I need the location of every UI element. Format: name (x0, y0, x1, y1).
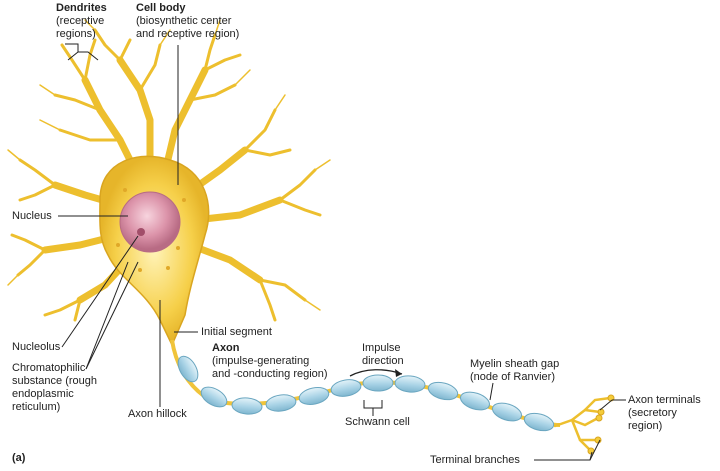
label-myelin-sheath-gap: Myelin sheath gap (node of Ranvier) (470, 358, 560, 383)
dendrites (7, 19, 331, 322)
label-axon: Axon (impulse-generating and -conducting… (212, 342, 328, 380)
leader-lines (58, 43, 626, 461)
axon-terminals (553, 396, 612, 452)
label-impulse-direction: Impulse direction (362, 342, 404, 367)
label-cell-body: Cell body (biosynthetic center and recep… (136, 2, 240, 40)
nucleus (119, 191, 181, 253)
myelin-sheath (177, 355, 555, 432)
label-initial-segment: Initial segment (201, 326, 272, 338)
panel-label: (a) (12, 452, 26, 464)
label-terminal-branches: Terminal branches (430, 454, 520, 466)
label-chromatophilic-substance: Chromatophilic substance (rough endoplas… (12, 362, 97, 413)
label-axon-hillock: Axon hillock (128, 408, 187, 420)
nucleolus (137, 228, 145, 236)
label-nucleolus: Nucleolus (12, 341, 61, 353)
label-dendrites: Dendrites (receptive regions) (56, 2, 107, 40)
label-axon-terminals: Axon terminals (secretory region) (628, 394, 701, 432)
chromatophilic-substance (116, 188, 186, 272)
label-schwann-cell: Schwann cell (345, 416, 410, 428)
label-nucleus: Nucleus (12, 210, 52, 222)
